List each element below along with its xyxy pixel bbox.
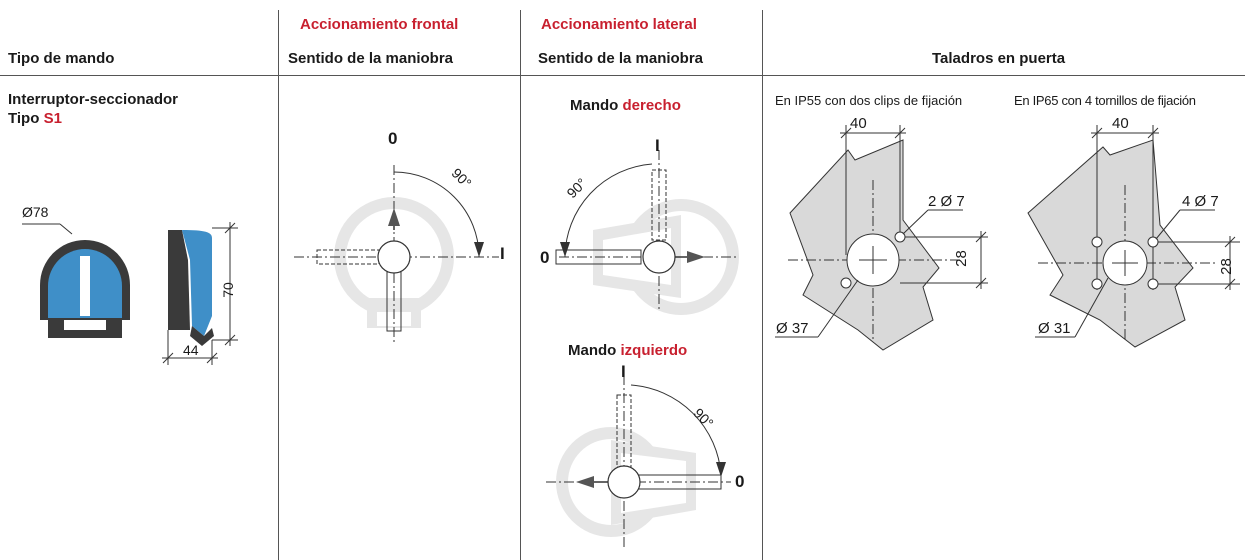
product-type-prefix: Tipo [8,110,44,127]
dim-diameter-label: Ø78 [22,204,49,220]
handle-front-drawing [22,222,238,365]
ip65-drilling-diagram [1027,125,1240,348]
ip55-holes-label: 2 Ø 7 [928,193,965,210]
product-type-value: S1 [43,110,62,127]
column-divider [278,10,279,560]
frontal-zero-label: 0 [388,129,398,148]
lateral-left-zero-label: 0 [735,472,745,491]
mando-izquierdo-prefix: Mando [568,342,621,359]
frontal-operation-diagram [294,165,499,345]
lateral-right-zero-label: 0 [540,248,550,267]
mando-derecho-prefix: Mando [570,97,623,114]
product-type: Tipo S1 [8,110,62,127]
header-sentido-lateral: Sentido de la maniobra [538,50,704,67]
column-divider [520,10,521,560]
ip65-holes-label: 4 Ø 7 [1182,193,1219,210]
mando-derecho-title: Mando derecho [570,97,681,114]
ip55-drilling-diagram [775,125,988,351]
mando-izquierdo-title: Mando izquierdo [568,342,687,359]
column-divider [762,10,763,560]
lateral-left-diagram [546,375,731,550]
lateral-right-one-label: I [655,136,660,155]
ip65-height-label: 28 [1217,258,1235,275]
header-accionamiento-frontal: Accionamiento frontal [300,16,459,33]
ip55-height-label: 28 [952,250,970,267]
header-taladros-en-puerta: Taladros en puerta [932,50,1066,67]
lateral-right-diagram [555,150,739,315]
ip65-caption: En IP65 con 4 tornillos de fijación [1014,93,1196,108]
dim-width-label: 44 [183,342,199,358]
ip65-width-label: 40 [1112,115,1129,132]
product-name: Interruptor-seccionador [8,91,179,108]
dim-height-label: 70 [219,282,236,298]
header-sentido-frontal: Sentido de la maniobra [288,50,454,67]
mando-izquierdo-value: izquierdo [620,342,688,359]
ip65-center-label: Ø 31 [1038,320,1071,337]
frontal-one-label: I [500,244,505,263]
header-rule [0,75,1245,76]
ip55-center-label: Ø 37 [776,320,809,337]
ip55-caption: En IP55 con dos clips de fijación [775,93,963,108]
ip55-width-label: 40 [850,115,867,132]
lateral-left-one-label: I [621,362,626,381]
mando-derecho-value: derecho [622,97,681,114]
header-accionamiento-lateral: Accionamiento lateral [541,16,697,33]
header-tipo-de-mando: Tipo de mando [8,50,115,67]
